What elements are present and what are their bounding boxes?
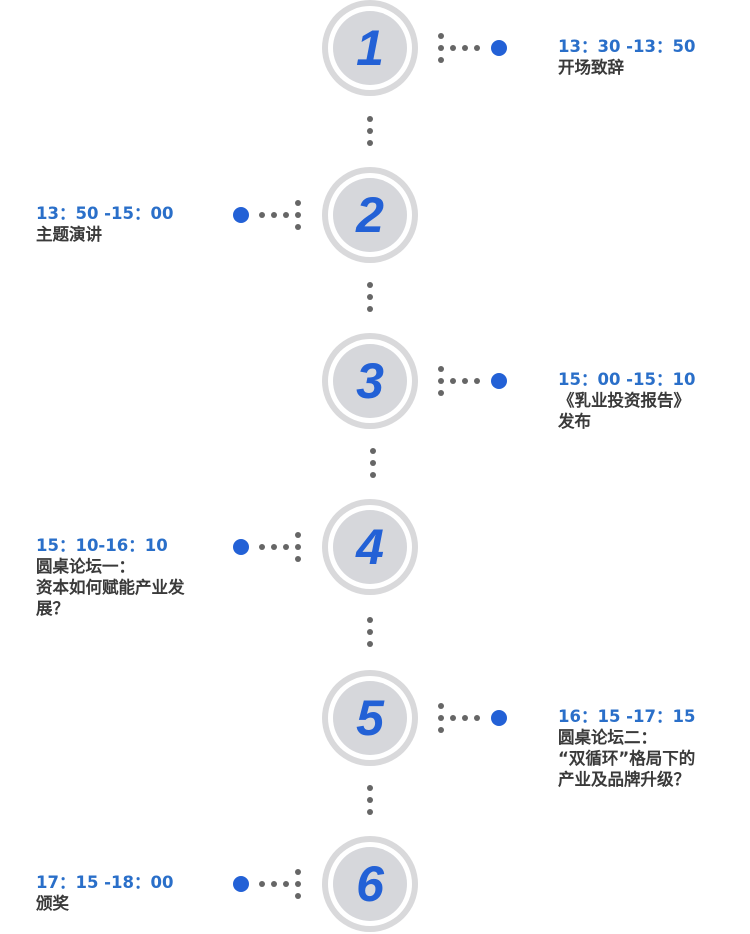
connector-dot [295,869,301,875]
connector-dot [438,45,444,51]
step-text: 13：30 -13：50 开场致辞 [558,36,695,78]
vertical-connector-dot [367,116,373,122]
step-time: 15：00 -15：10 [558,370,696,389]
connector-dot [295,881,301,887]
step-circle: 5 [322,670,418,766]
timeline-marker-dot [491,373,507,389]
step-circle: 2 [322,167,418,263]
connector-dot [438,715,444,721]
step-time: 17：15 -18：00 [36,873,174,892]
connector-dot [283,212,289,218]
connector-dot [295,224,301,230]
connector-dot [259,212,265,218]
step-text: 15：10-16：10 圆桌论坛一： 资本如何赋能产业发 展？ [36,535,185,619]
step-circle: 1 [322,0,418,96]
vertical-connector-dot [367,629,373,635]
step-number: 6 [333,847,407,921]
connector-dot [271,212,277,218]
connector-dot [271,544,277,550]
connector-dot [450,715,456,721]
connector-dot [438,727,444,733]
step-number: 2 [333,178,407,252]
step-circle: 4 [322,499,418,595]
vertical-connector-dot [370,472,376,478]
connector-dot [474,378,480,384]
connector-dot [450,378,456,384]
connector-dot [283,544,289,550]
timeline-marker-dot [491,40,507,56]
connector-dot [438,366,444,372]
connector-dot [462,378,468,384]
step-time: 15：10-16：10 [36,536,168,555]
vertical-connector-dot [367,641,373,647]
connector-dot [295,532,301,538]
connector-dot [259,881,265,887]
connector-dot [271,881,277,887]
step-circle: 6 [322,836,418,932]
connector-dot [438,378,444,384]
step-number: 1 [333,11,407,85]
step-text: 16：15 -17：15 圆桌论坛二： “双循环”格局下的 产业及品牌升级？ [558,706,695,790]
vertical-connector-dot [367,282,373,288]
step-time: 16：15 -17：15 [558,707,696,726]
step-number: 3 [333,344,407,418]
step-title: 圆桌论坛一： 资本如何赋能产业发 展？ [36,557,185,618]
connector-dot [438,703,444,709]
connector-dot [438,57,444,63]
connector-dot [474,715,480,721]
connector-dot [462,45,468,51]
connector-dot [295,893,301,899]
step-text: 13：50 -15：00 主题演讲 [36,203,173,245]
connector-dot [259,544,265,550]
connector-dot [295,556,301,562]
vertical-connector-dot [367,809,373,815]
timeline-marker-dot [233,539,249,555]
vertical-connector-dot [367,140,373,146]
connector-dot [295,212,301,218]
vertical-connector-dot [370,448,376,454]
step-number: 4 [333,510,407,584]
connector-dot [474,45,480,51]
vertical-connector-dot [367,294,373,300]
connector-dot [295,200,301,206]
step-title: 圆桌论坛二： “双循环”格局下的 产业及品牌升级？ [558,728,696,789]
step-title: 主题演讲 [36,225,102,244]
vertical-connector-dot [367,617,373,623]
connector-dot [283,881,289,887]
step-time: 13：30 -13：50 [558,37,696,56]
vertical-connector-dot [370,460,376,466]
step-circle: 3 [322,333,418,429]
vertical-connector-dot [367,128,373,134]
step-title: 颁奖 [36,894,69,913]
timeline-marker-dot [233,876,249,892]
vertical-connector-dot [367,785,373,791]
connector-dot [438,33,444,39]
connector-dot [295,544,301,550]
step-number: 5 [333,681,407,755]
step-text: 15：00 -15：10 《乳业投资报告》 发布 [558,369,695,432]
vertical-connector-dot [367,797,373,803]
step-title: 《乳业投资报告》 发布 [558,391,690,431]
vertical-connector-dot [367,306,373,312]
step-text: 17：15 -18：00 颁奖 [36,872,173,914]
connector-dot [462,715,468,721]
timeline-marker-dot [233,207,249,223]
step-time: 13：50 -15：00 [36,204,174,223]
connector-dot [450,45,456,51]
timeline-marker-dot [491,710,507,726]
step-title: 开场致辞 [558,58,624,77]
connector-dot [438,390,444,396]
